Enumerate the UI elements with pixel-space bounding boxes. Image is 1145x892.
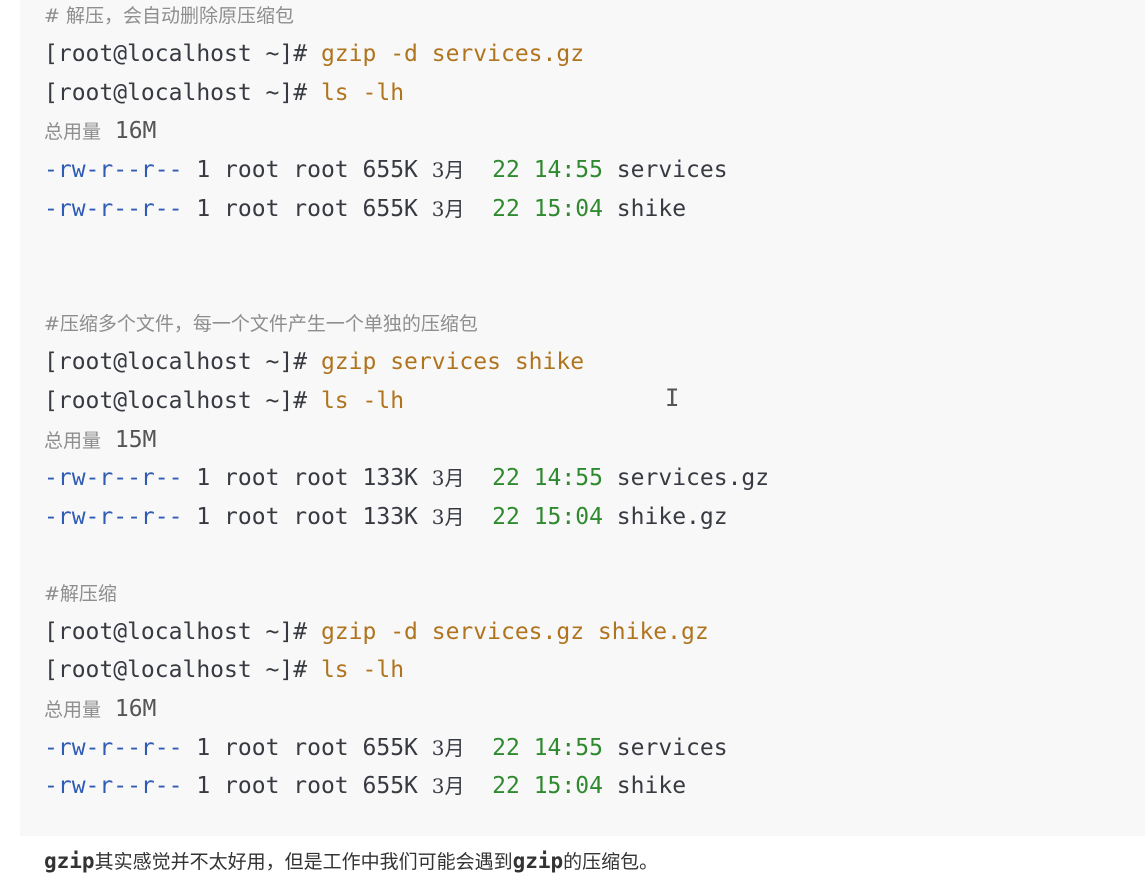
file-name: shike <box>602 196 687 222</box>
file-month: 3月 <box>431 158 465 182</box>
file-permissions: -rw-r--r-- <box>44 157 183 183</box>
file-row: -rw-r--r-- 1 root root 133K 3月 22 15:04 … <box>44 503 728 531</box>
file-month: 3月 <box>431 774 465 798</box>
code-block: # 解压，会自动删除原压缩包 [root@localhost ~]# gzip … <box>20 0 1145 836</box>
file-row: -rw-r--r-- 1 root root 133K 3月 22 14:55 … <box>44 464 769 492</box>
comment-line: #压缩多个文件，每一个文件产生一个单独的压缩包 <box>44 313 478 335</box>
total-label: 总用量 <box>44 430 102 452</box>
command-text: ls -lh <box>320 80 405 106</box>
command-text: gzip -d services.gz <box>320 41 585 67</box>
shell-prompt: [root@localhost ~]# <box>44 657 321 683</box>
shell-prompt: [root@localhost ~]# <box>44 619 321 645</box>
shell-prompt: [root@localhost ~]# <box>44 349 321 375</box>
file-month: 3月 <box>431 505 465 529</box>
file-permissions: -rw-r--r-- <box>44 735 183 761</box>
shell-prompt: [root@localhost ~]# <box>44 80 321 106</box>
file-permissions: -rw-r--r-- <box>44 504 183 530</box>
command-line: [root@localhost ~]# gzip services shike <box>44 348 584 376</box>
file-name: services <box>602 157 728 183</box>
footer-text: 的压缩包。 <box>563 851 659 873</box>
total-label: 总用量 <box>44 121 102 143</box>
file-row: -rw-r--r-- 1 root root 655K 3月 22 15:04 … <box>44 772 686 800</box>
file-permissions: -rw-r--r-- <box>44 465 183 491</box>
file-month: 3月 <box>431 466 465 490</box>
file-month: 3月 <box>431 197 465 221</box>
file-info: 1 root root 655K <box>182 196 432 222</box>
file-month: 3月 <box>431 736 465 760</box>
footer-paragraph: gzip其实感觉并不太好用，但是工作中我们可能会遇到gzip的压缩包。 <box>44 846 658 877</box>
file-date: 22 14:55 <box>464 735 603 761</box>
file-row: -rw-r--r-- 1 root root 655K 3月 22 14:55 … <box>44 734 728 762</box>
file-date: 22 14:55 <box>464 157 603 183</box>
command-line: [root@localhost ~]# gzip -d services.gz <box>44 40 584 68</box>
file-date: 22 14:55 <box>464 465 603 491</box>
file-name: shike.gz <box>602 504 728 530</box>
file-info: 1 root root 655K <box>182 157 432 183</box>
command-line: [root@localhost ~]# ls -lh <box>44 656 404 684</box>
file-name: services <box>602 735 728 761</box>
file-name: services.gz <box>602 465 770 491</box>
inline-code: gzip <box>44 849 95 873</box>
command-text: gzip -d services.gz shike.gz <box>320 619 709 645</box>
file-info: 1 root root 655K <box>182 773 432 799</box>
shell-prompt: [root@localhost ~]# <box>44 41 321 67</box>
file-name: shike <box>602 773 687 799</box>
command-text: gzip services shike <box>320 349 585 375</box>
command-text: ls -lh <box>320 657 405 683</box>
file-row: -rw-r--r-- 1 root root 655K 3月 22 14:55 … <box>44 156 728 184</box>
file-info: 1 root root 133K <box>182 504 432 530</box>
inline-code: gzip <box>512 849 564 873</box>
file-date: 22 15:04 <box>464 196 603 222</box>
file-info: 1 root root 133K <box>182 465 432 491</box>
file-permissions: -rw-r--r-- <box>44 196 183 222</box>
total-value: 16M <box>101 696 157 722</box>
file-date: 22 15:04 <box>464 773 603 799</box>
footer-text: 其实感觉并不太好用，但是工作中我们可能会遇到 <box>94 851 513 873</box>
file-info: 1 root root 655K <box>182 735 432 761</box>
shell-prompt: [root@localhost ~]# <box>44 388 321 414</box>
text-cursor-icon: I <box>665 384 680 412</box>
file-permissions: -rw-r--r-- <box>44 773 183 799</box>
command-line: [root@localhost ~]# gzip -d services.gz … <box>44 618 709 646</box>
total-line: 总用量 15M <box>44 426 156 455</box>
command-line: [root@localhost ~]# ls -lh <box>44 79 404 107</box>
file-date: 22 15:04 <box>464 504 603 530</box>
total-label: 总用量 <box>44 699 102 721</box>
comment-line: # 解压，会自动删除原压缩包 <box>44 5 294 27</box>
total-value: 15M <box>101 427 157 453</box>
file-row: -rw-r--r-- 1 root root 655K 3月 22 15:04 … <box>44 195 686 223</box>
total-value: 16M <box>101 118 157 144</box>
total-line: 总用量 16M <box>44 117 156 146</box>
total-line: 总用量 16M <box>44 695 156 724</box>
command-text: ls -lh <box>320 388 405 414</box>
command-line: [root@localhost ~]# ls -lh <box>44 387 404 415</box>
comment-line: #解压缩 <box>44 583 117 605</box>
